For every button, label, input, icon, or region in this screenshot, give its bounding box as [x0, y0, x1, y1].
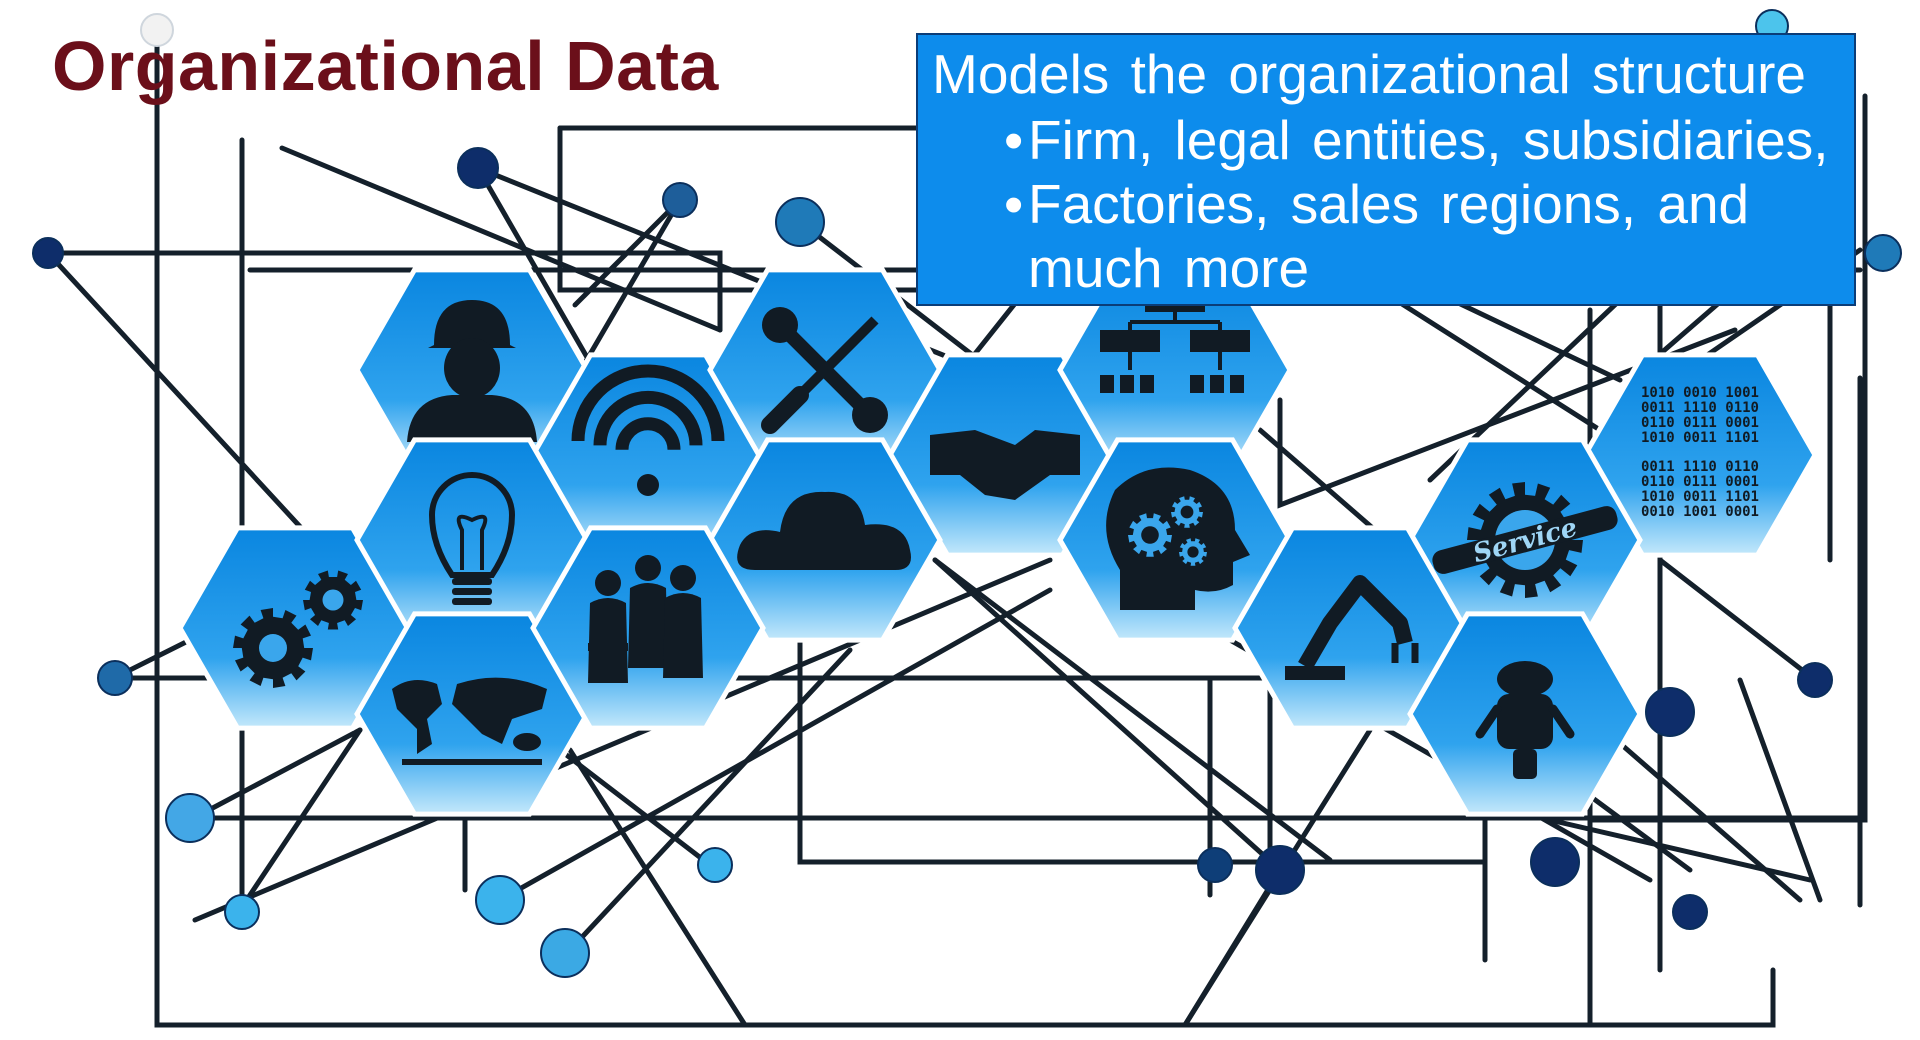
- svg-text:0110 0111 0001: 0110 0111 0001: [1641, 415, 1759, 431]
- callout-heading: Models the organizational structure: [932, 43, 1807, 105]
- wrench-screwdriver-icon: [761, 307, 888, 434]
- slide-title: Organizational Data: [52, 27, 719, 105]
- hexagon-tools: [707, 267, 943, 473]
- handshake-icon: [930, 430, 1080, 500]
- bullet-glyph: •: [1004, 109, 1024, 171]
- hexagon-robot-arm: [1232, 525, 1468, 731]
- hexagon-worker: [354, 267, 590, 473]
- callout-bullet-text: Factories, sales regions, and much more: [1028, 173, 1750, 299]
- callout-box: Models the organizational structure • Fi…: [916, 33, 1856, 306]
- wifi-icon: [571, 364, 725, 496]
- hexagon-org-chart: [1057, 267, 1293, 473]
- callout-bullet-item: • Firm, legal entities, subsidiaries,: [932, 108, 1854, 172]
- robot-icon: [1475, 661, 1575, 779]
- svg-text:0110 0111 0001: 0110 0111 0001: [1641, 474, 1759, 490]
- hexagon-world-map: [354, 611, 590, 817]
- svg-text:1010 0011 1101: 1010 0011 1101: [1641, 430, 1759, 446]
- brain-gears-icon: [1106, 467, 1250, 610]
- lightbulb-icon: [428, 472, 516, 605]
- hexagon-brain: [1057, 437, 1293, 643]
- hexagon-service: Service: [1407, 437, 1643, 643]
- bullet-glyph: •: [1004, 173, 1024, 235]
- world-map-icon: [392, 677, 547, 765]
- svg-text:0010 1001 0001: 0010 1001 0001: [1641, 504, 1759, 520]
- hexagon-gears: [177, 525, 413, 731]
- service-gear-icon: Service: [1432, 482, 1618, 598]
- hexagon-team: [530, 525, 766, 731]
- gears-icon: [233, 570, 363, 688]
- team-people-icon: [588, 555, 703, 683]
- cloud-icon: [737, 491, 911, 570]
- svg-text:1010 0011 1101: 1010 0011 1101: [1641, 489, 1759, 505]
- org-chart-icon: [1100, 292, 1250, 393]
- callout-bullet-list: • Firm, legal entities, subsidiaries, • …: [932, 108, 1854, 300]
- robot-arm-icon: [1285, 575, 1419, 680]
- hexagon-handshake: [887, 352, 1123, 558]
- callout-bullet-item: • Factories, sales regions, and much mor…: [932, 172, 1854, 300]
- network-nodes: [32, 9, 1902, 978]
- worker-helmet-icon: [407, 300, 537, 442]
- hexagon-robot: [1407, 611, 1643, 817]
- svg-text:0011 1110 0110: 0011 1110 0110: [1641, 400, 1759, 416]
- callout-bullet-text: Firm, legal entities, subsidiaries,: [1028, 109, 1829, 171]
- svg-text:0011 1110 0110: 0011 1110 0110: [1641, 459, 1759, 475]
- svg-text:1010 0010 1001: 1010 0010 1001: [1641, 385, 1759, 401]
